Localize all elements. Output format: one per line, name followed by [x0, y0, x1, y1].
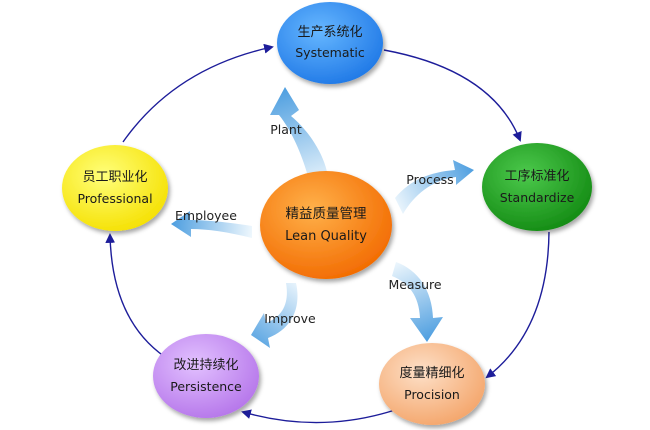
node-systematic-circle [277, 2, 383, 84]
process-arrow [395, 160, 474, 214]
center-title-en: Lean Quality [285, 229, 367, 244]
employee-arrow [171, 211, 252, 238]
process-label: Process [406, 172, 453, 187]
node-systematic-en: Systematic [295, 45, 365, 60]
measure-arrow [392, 262, 443, 342]
node-standardize-zh: 工序标准化 [504, 169, 569, 184]
plant-label: Plant [270, 122, 302, 137]
improve-arrow [251, 283, 298, 348]
plant-arrow [270, 87, 329, 188]
node-precision: 度量精细化 Procision [379, 343, 485, 425]
node-professional-circle [62, 145, 168, 231]
node-precision-circle [379, 343, 485, 425]
node-precision-zh: 度量精细化 [399, 365, 464, 381]
cycle-arrow-standardize-to-precision [485, 231, 550, 379]
node-professional-en: Professional [77, 191, 152, 206]
cycle-arrow-professional-to-systematic [122, 43, 274, 143]
block-arrows [171, 87, 474, 348]
center-title-zh: 精益质量管理 [286, 206, 367, 222]
node-standardize-en: Standardize [500, 190, 575, 205]
node-professional: 员工职业化 Professional [62, 145, 168, 231]
improve-label: Improve [264, 311, 316, 326]
node-professional-zh: 员工职业化 [82, 170, 147, 185]
node-persistence-en: Persistence [170, 379, 242, 394]
node-persistence-zh: 改进持续化 [173, 358, 238, 373]
node-systematic-zh: 生产系统化 [297, 25, 362, 40]
node-standardize: 工序标准化 Standardize [482, 143, 592, 231]
cycle-arrow-precision-to-persistence [241, 409, 396, 424]
node-persistence-circle [153, 334, 259, 418]
node-precision-en: Procision [404, 387, 460, 402]
center-node: 精益质量管理 Lean Quality [260, 171, 392, 279]
measure-label: Measure [388, 277, 441, 292]
node-systematic: 生产系统化 Systematic [277, 2, 383, 84]
center-node-circle [260, 171, 392, 279]
employee-label: Employee [175, 208, 237, 223]
cycle-arrow-systematic-to-standardize [383, 49, 522, 142]
cycle-arrows [105, 43, 550, 424]
node-standardize-circle [482, 143, 592, 231]
node-persistence: 改进持续化 Persistence [153, 334, 259, 418]
cycle-arrow-persistence-to-professional [105, 233, 166, 358]
